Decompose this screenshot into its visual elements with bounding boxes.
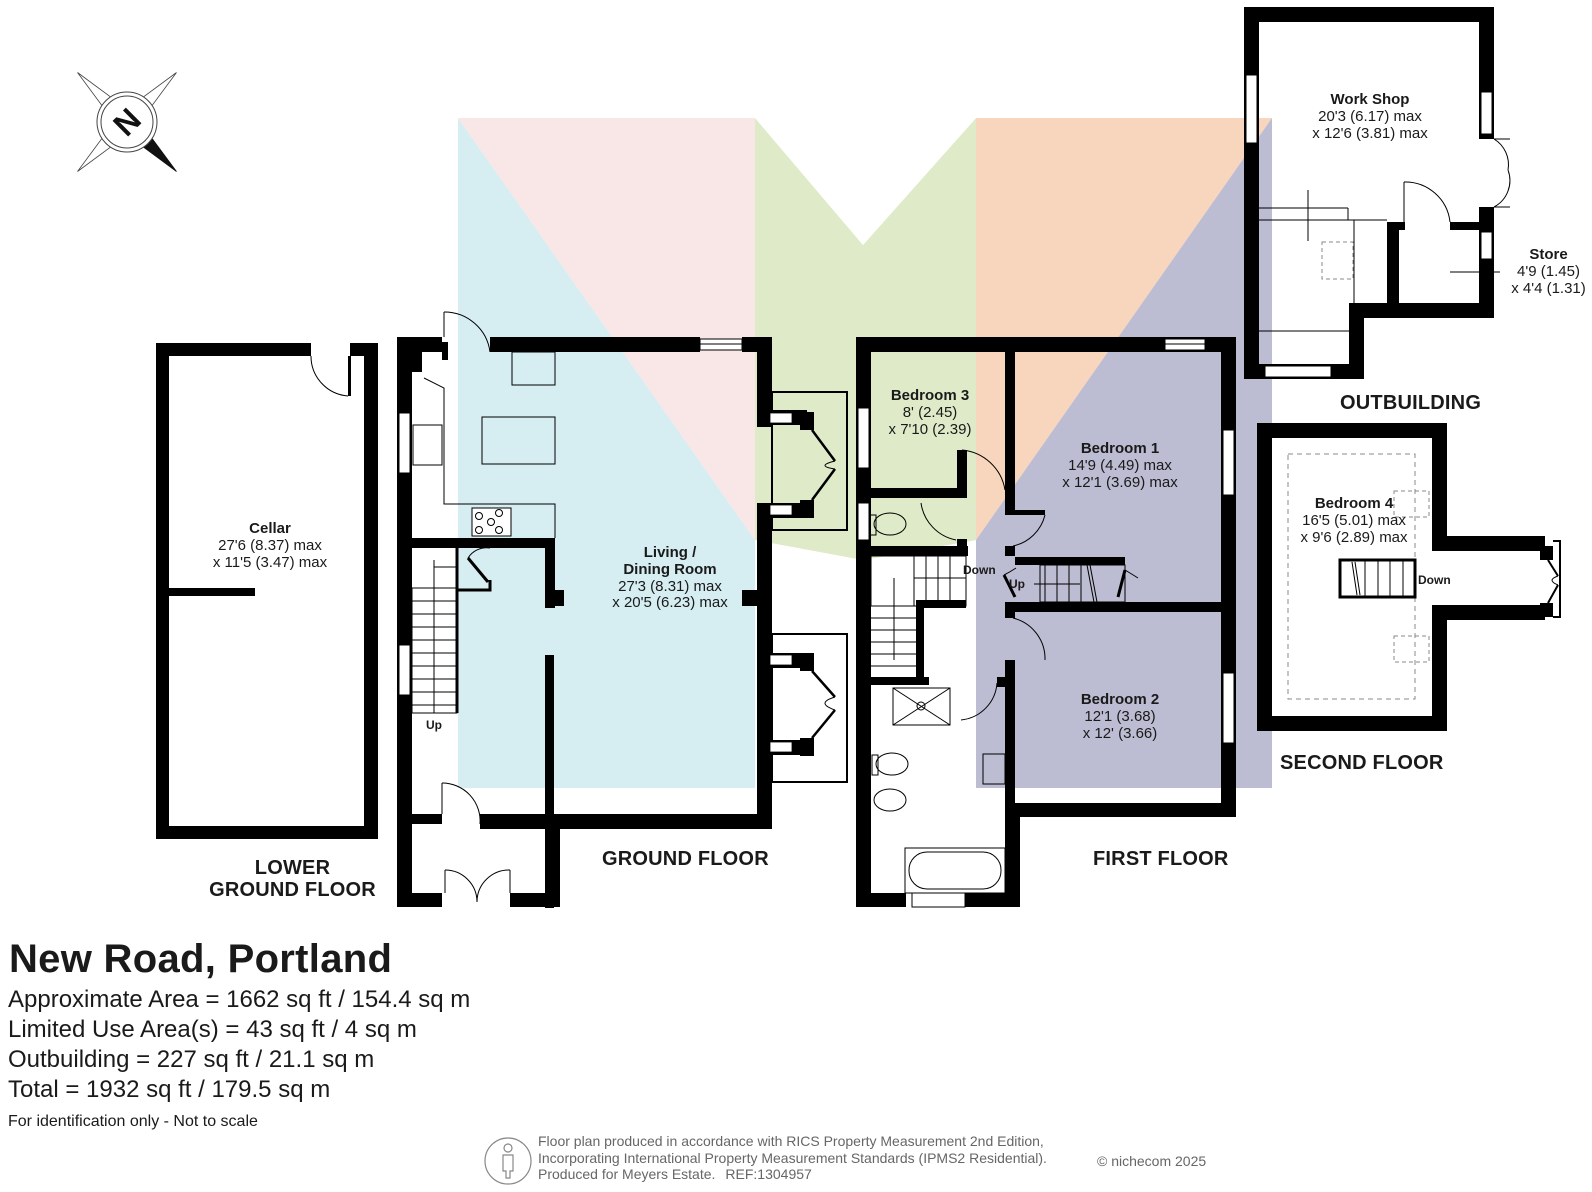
room-dimension: 27'6 (8.37) max <box>218 536 322 554</box>
room-name: Cellar <box>249 520 291 537</box>
room-dimension: 14'9 (4.49) max <box>1068 456 1172 474</box>
room-name: Living / <box>643 544 697 561</box>
room-label-workshop: Work Shop 20'3 (6.17) max x 12'6 (3.81) … <box>1300 91 1440 142</box>
floor-label-outbuilding: OUTBUILDING <box>1340 392 1482 414</box>
floor-label-first: FIRST FLOOR <box>1093 848 1229 870</box>
room-label-bedroom-2: Bedroom 2 12'1 (3.68) x 12' (3.66) <box>1050 691 1190 742</box>
floor-label-lower-ground: LOWER GROUND FLOOR <box>200 857 385 902</box>
floor-label-second: SECOND FLOOR <box>1280 752 1444 774</box>
room-label-living-dining: Living / Dining Room 27'3 (8.31) max x 2… <box>580 544 760 612</box>
room-label-bedroom-4: Bedroom 4 16'5 (5.01) max x 9'6 (2.89) m… <box>1290 495 1418 546</box>
room-dimension: 4'9 (1.45) <box>1517 262 1580 280</box>
room-dimension: x 4'4 (1.31) <box>1511 279 1586 297</box>
first-floor-walls <box>856 337 1236 907</box>
floor-label-ground: GROUND FLOOR <box>602 848 769 870</box>
footer-credits: Floor plan produced in accordance with R… <box>538 1133 1047 1183</box>
cellar-walls <box>156 343 378 839</box>
room-label-store: Store 4'9 (1.45) x 4'4 (1.31) <box>1505 246 1592 297</box>
room-dimension: 8' (2.45) <box>902 403 958 421</box>
room-name: Bedroom 3 <box>890 387 970 404</box>
stairs-down-label: Down <box>1418 573 1451 587</box>
room-dimension: x 9'6 (2.89) max <box>1300 528 1408 546</box>
room-dimension: x 12'1 (3.69) max <box>1062 473 1178 491</box>
room-label-cellar: Cellar 27'6 (8.37) max x 11'5 (3.47) max <box>196 520 344 571</box>
area-approximate: Approximate Area = 1662 sq ft / 154.4 sq… <box>8 986 471 1013</box>
second-floor-walls <box>1257 423 1553 731</box>
footer-ref: REF:1304957 <box>725 1166 812 1183</box>
room-dimension: x 20'5 (6.23) max <box>612 594 728 612</box>
bay-windows <box>757 391 848 783</box>
room-name: Dining Room <box>623 560 717 578</box>
area-total: Total = 1932 sq ft / 179.5 sq m <box>8 1076 331 1103</box>
room-dimension: x 12'6 (3.81) max <box>1312 124 1428 142</box>
compass-north-icon: N <box>77 72 177 172</box>
room-dimension: 12'1 (3.68) <box>1084 707 1156 725</box>
room-dimension: 20'3 (6.17) max <box>1318 107 1422 125</box>
room-dimension: x 12' (3.66) <box>1082 724 1158 742</box>
room-name: Bedroom 4 <box>1314 495 1394 512</box>
room-name: Work Shop <box>1330 91 1410 108</box>
room-dimension: x 7'10 (2.39) <box>888 420 972 438</box>
stairs-down-label: Down <box>963 563 996 577</box>
outbuilding-walls <box>1244 7 1494 379</box>
area-limited-use: Limited Use Area(s) = 43 sq ft / 4 sq m <box>8 1016 417 1043</box>
footer-producer: Produced for Meyers Estate. <box>538 1166 716 1183</box>
footer-line-2: Incorporating International Property Mea… <box>538 1149 1047 1166</box>
stairs-up-label: Up <box>426 718 442 732</box>
person-outline-icon <box>484 1137 532 1185</box>
room-name: Bedroom 2 <box>1080 691 1160 708</box>
footer-line-3: Produced for Meyers Estate. REF:1304957 <box>538 1166 1047 1183</box>
floor-label-line: GROUND FLOOR <box>209 879 376 902</box>
room-name: Store <box>1529 246 1568 263</box>
room-label-bedroom-3: Bedroom 3 8' (2.45) x 7'10 (2.39) <box>875 387 985 438</box>
footer-line-1: Floor plan produced in accordance with R… <box>538 1133 1044 1149</box>
property-title: New Road, Portland <box>9 937 393 981</box>
stairs-up-label: Up <box>1009 577 1025 591</box>
room-name: Bedroom 1 <box>1080 440 1160 457</box>
room-dimension: x 11'5 (3.47) max <box>212 553 328 571</box>
room-label-bedroom-1: Bedroom 1 14'9 (4.49) max x 12'1 (3.69) … <box>1040 440 1200 491</box>
area-outbuilding: Outbuilding = 227 sq ft / 21.1 sq m <box>8 1046 375 1073</box>
room-dimension: 27'3 (8.31) max <box>618 577 722 595</box>
room-dimension: 16'5 (5.01) max <box>1302 511 1406 529</box>
floor-label-line: LOWER <box>254 857 331 879</box>
disclaimer-note: For identification only - Not to scale <box>8 1113 258 1130</box>
copyright: © nichecom 2025 <box>1097 1153 1207 1169</box>
